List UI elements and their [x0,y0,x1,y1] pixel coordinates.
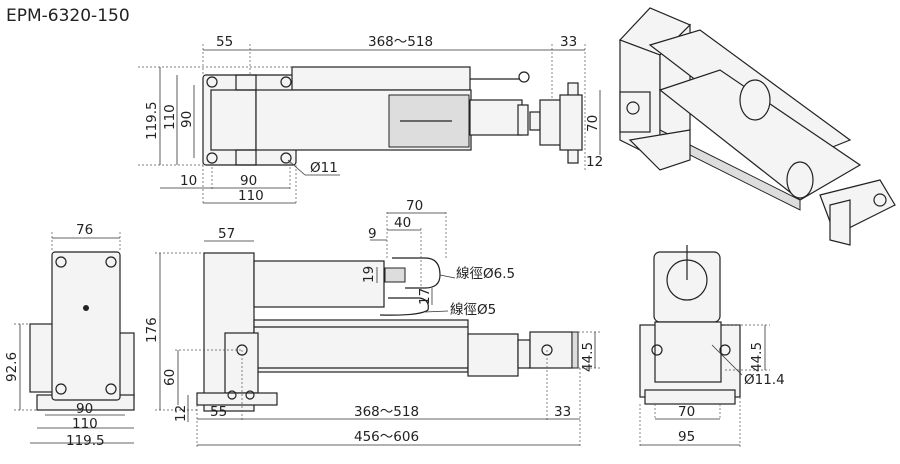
hole-diameter: Ø11 [310,160,338,176]
dim-76: 76 [76,222,93,238]
dim-10: 10 [180,173,197,189]
top-view: 55 368～518 33 119.5 110 90 10 90 110 Ø11… [138,34,603,205]
dim-92-6: 92.6 [4,352,20,382]
dim-stroke: 368～518 [354,404,419,420]
dim-19: 19 [361,266,377,283]
dim-stroke: 368～518 [368,34,433,50]
dim-44-5: 44.5 [580,342,596,372]
isometric-view [618,7,896,246]
dim-90-bottom: 90 [240,173,257,189]
dim-17: 17 [417,288,433,305]
dim-70: 70 [406,198,423,214]
dim-70: 70 [585,115,601,132]
model-title: EPM-6320-150 [6,6,130,26]
dim-55: 55 [210,404,227,420]
dim-119-5: 119.5 [144,101,160,140]
dim-110: 110 [162,104,178,130]
cable-label-5: 線徑Ø5 [450,302,496,318]
dim-60: 60 [162,369,178,386]
dim-90: 90 [179,111,195,128]
dim-44-5: 44.5 [749,342,765,372]
end-view: 70 95 44.5 Ø11.4 [639,245,785,447]
dim-70: 70 [678,404,695,420]
dim-176: 176 [144,317,160,343]
dim-90: 90 [76,401,93,417]
dim-33: 33 [554,404,571,420]
dim-110-bottom: 110 [238,188,264,204]
dim-40: 40 [394,215,411,231]
dim-9: 9 [368,226,377,242]
dim-110: 110 [72,416,98,432]
dim-57: 57 [218,226,235,242]
dim-55: 55 [216,34,233,50]
dim-95: 95 [678,429,695,445]
dim-total: 456～606 [354,429,419,445]
dim-33: 33 [560,34,577,50]
dim-12: 12 [586,154,603,170]
cable-label-6-5: 線徑Ø6.5 [456,266,515,282]
hole-diameter: Ø11.4 [744,372,785,388]
side-view: 57 176 60 12 55 368～518 33 456～606 70 40… [144,198,600,447]
front-view: 76 92.6 90 110 119.5 [4,222,135,449]
dim-12: 12 [173,405,189,422]
dim-119-5: 119.5 [66,433,105,449]
